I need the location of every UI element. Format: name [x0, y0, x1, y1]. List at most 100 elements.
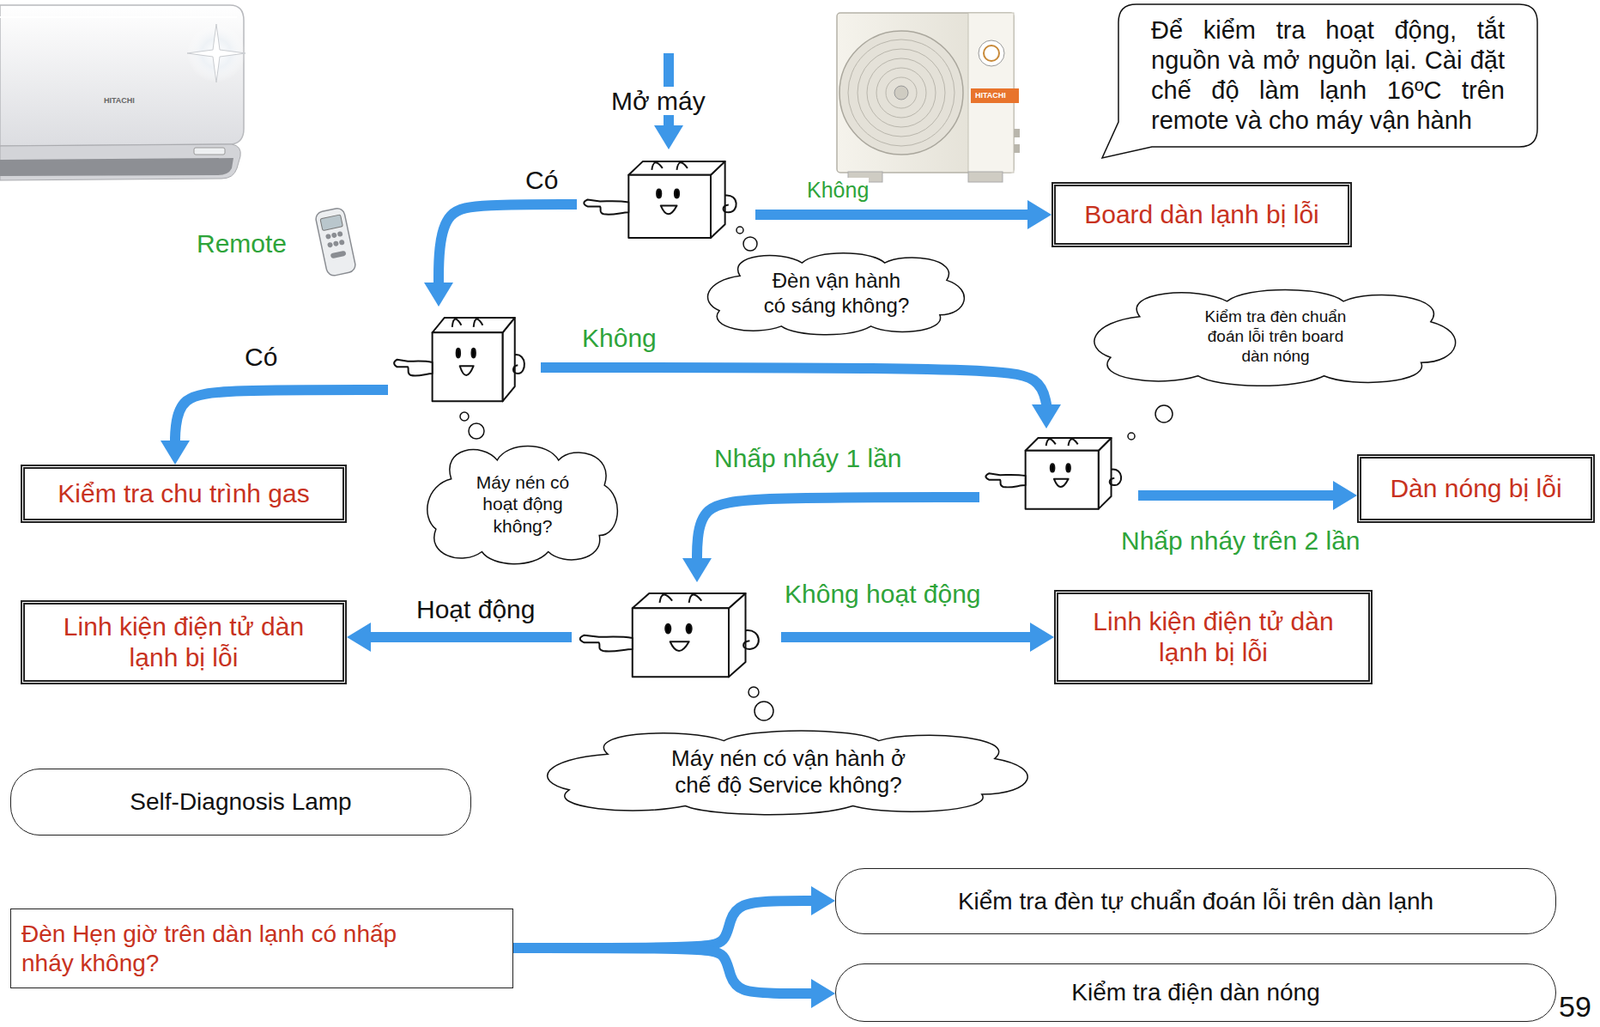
note-text: Để kiểm tra hoạt động, tắt nguồn và mở n… [1151, 15, 1505, 135]
service-valve [1013, 128, 1020, 138]
decision-character: Kiểm tra đèn chuẩn đoán lỗi trên board d… [979, 428, 1139, 516]
flow-arrow [1138, 490, 1334, 501]
result-box: Kiểm tra chu trình gas [20, 464, 347, 523]
brand-logo: HITACHI [975, 90, 1007, 100]
info-pill: Self-Diagnosis Lamp [10, 768, 472, 836]
page-number-holder: 59 [1558, 988, 1592, 1025]
text-block: Linh kiện điện tử dàn lạnh bị lỗi [46, 611, 322, 673]
fan-grille-ring [857, 48, 946, 137]
character-part [432, 317, 516, 333]
character-part [452, 319, 462, 328]
character-figure [576, 151, 756, 245]
edge-label: Không [581, 323, 657, 352]
edge-label-holder: Không [581, 322, 657, 354]
remote-button [339, 239, 346, 246]
node-text: Board dàn lạnh bị lỗi [1084, 199, 1320, 231]
character-part [651, 162, 662, 170]
text-block: Board dàn lạnh bị lỗi [1084, 199, 1320, 231]
character-part [676, 162, 687, 170]
character-figure [387, 306, 541, 409]
thought-dot [1155, 405, 1173, 423]
thought-dots [576, 151, 756, 245]
character-part [660, 205, 678, 214]
thought-dot [736, 226, 744, 234]
character-part [471, 348, 475, 358]
character-part [659, 594, 673, 603]
text-block: Để kiểm tra hoạt động, tắt nguồn và mở n… [1151, 15, 1505, 135]
character-figure [979, 428, 1139, 516]
character-part [580, 635, 633, 652]
cloud-shape [547, 730, 1028, 815]
sparkle-glow [187, 24, 246, 83]
character-part [473, 319, 484, 328]
cloud-text-block: Máy nén có hoạt động không? [469, 471, 577, 537]
result-box: Linh kiện điện tử dàn lạnh bị lỗi [20, 600, 347, 685]
edge-label: Không [806, 177, 869, 202]
remote-button [331, 231, 338, 238]
character-part [665, 624, 671, 634]
fan-grille [839, 30, 964, 155]
character-part [743, 630, 759, 649]
brand-logo: HITACHI [103, 96, 135, 105]
remote-button [327, 242, 334, 249]
inverter-badge [978, 40, 1005, 67]
character-part [1025, 450, 1099, 510]
fan-grille-ring [885, 77, 917, 109]
cloud-text-block: Kiểm tra đèn chuẩn đoán lỗi trên board d… [1198, 307, 1353, 366]
sparkle [187, 24, 246, 83]
indoor-unit [0, 5, 246, 181]
indoor-louver [0, 157, 234, 176]
character-part [460, 365, 474, 376]
remote-body [314, 206, 357, 277]
cloud-text-block: Máy nén có vận hành ở chế độ Service khô… [664, 745, 914, 799]
thought-dot [1127, 432, 1135, 440]
character-part [1068, 438, 1079, 446]
character-part [1025, 437, 1112, 451]
thought-dot [743, 236, 758, 251]
edge-label: Hoạt động [416, 594, 535, 624]
edge-label-holder: Không [806, 176, 869, 203]
character-part [723, 194, 737, 213]
flow-arrow [755, 209, 1028, 220]
fan-grille-ring [866, 58, 936, 128]
start-arrow-head [654, 125, 684, 150]
check-pill: Kiểm tra điện dàn nóng [835, 963, 1557, 1022]
brand-plate [970, 88, 1019, 104]
flow-arrow [513, 900, 812, 948]
character-part [583, 199, 629, 214]
text-block: Kiểm tra điện dàn nóng [1071, 977, 1321, 1007]
character-part [628, 175, 711, 238]
remote-button [333, 240, 340, 247]
edge-label-holder: Nhấp nháy 1 lần [714, 442, 903, 474]
fan-grille-ring [848, 39, 955, 146]
flow-arrow [438, 204, 577, 283]
text-block: Kiểm tra chu trình gas [57, 478, 310, 510]
edge-label: Nhấp nháy trên 2 lần [1121, 526, 1361, 555]
check-pill: Kiểm tra đèn tự chuẩn đoán lỗi trên dàn … [835, 867, 1557, 934]
node-text: Dàn nóng bị lỗi [1389, 472, 1562, 504]
outdoor-body [836, 12, 1014, 173]
thought-dot [460, 412, 469, 421]
node-text: Self-Diagnosis Lamp [129, 787, 352, 817]
thought-cloud: Máy nén có hoạt động không? [420, 441, 625, 567]
character-part [1109, 469, 1122, 485]
edge-label: Có [525, 165, 558, 194]
thought-dots [979, 428, 1139, 516]
thought-cloud: Đèn vận hành có sáng không? [698, 249, 975, 337]
brand-logo-holder: HITACHI [103, 96, 135, 106]
step-label: Mở máy [607, 86, 710, 116]
flow-arrow [781, 631, 1031, 643]
character-part [1054, 478, 1069, 487]
character-figure [571, 581, 782, 685]
cloud-shape [427, 445, 619, 564]
character-part [689, 594, 703, 603]
character-part [674, 189, 679, 199]
fan-grille-ring [876, 67, 927, 118]
question-text: Máy nén có hoạt động không? [469, 471, 577, 537]
indoor-highlight [0, 16, 237, 19]
character-part [1046, 438, 1056, 446]
indoor-display [193, 147, 225, 155]
unit-foot [968, 171, 1003, 182]
character-part [432, 332, 504, 401]
character-part [632, 607, 729, 677]
